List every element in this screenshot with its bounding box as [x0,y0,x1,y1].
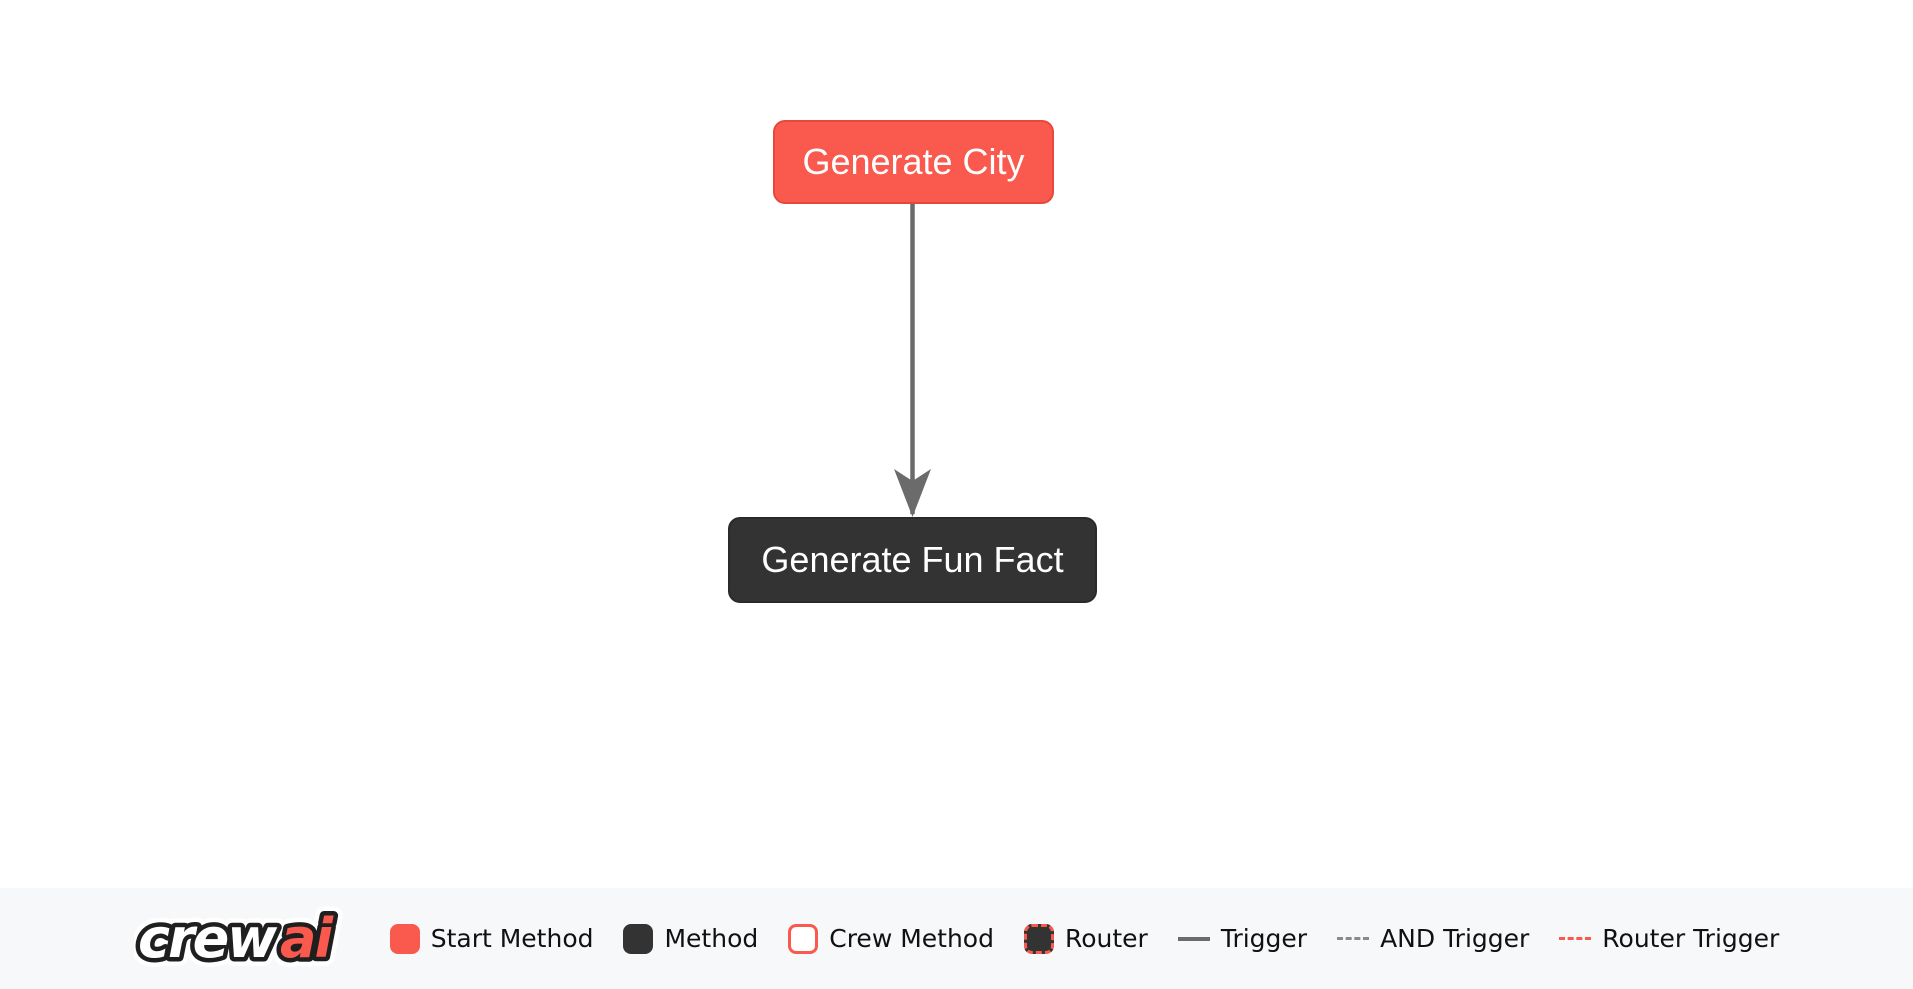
crewai-logo: crew ai crew ai [134,899,360,979]
logo-ai-text: ai [280,907,334,970]
logo-crew-glow: crew [138,907,278,970]
legend-item-start-method: Start Method [389,923,594,954]
node-generate-city[interactable]: Generate City [773,120,1054,204]
legend-item-crew-method: Crew Method [788,923,994,954]
legend-bar: crew ai crew ai Start Method Method Crew… [0,888,1913,989]
legend-item-method: Method [623,923,759,954]
trigger-edge-arrowhead [894,469,931,517]
flow-canvas[interactable]: Generate City Generate Fun Fact [0,0,1913,888]
node-generate-fun-fact-label: Generate Fun Fact [761,539,1064,580]
node-generate-city-label: Generate City [802,141,1025,182]
legend-label-router: Router [1064,924,1148,953]
legend-item-router-trigger: Router Trigger [1559,924,1779,953]
method-swatch-icon [623,923,654,954]
legend-label-router-trigger: Router Trigger [1602,924,1780,953]
legend-label-and-trigger: AND Trigger [1380,924,1530,953]
node-generate-fun-fact[interactable]: Generate Fun Fact [728,517,1097,603]
start-method-swatch-icon [389,923,420,954]
legend-label-crew-method: Crew Method [829,924,994,953]
legend-item-and-trigger: AND Trigger [1337,924,1529,953]
router-swatch-icon [1023,923,1054,954]
legend-label-start-method: Start Method [430,924,594,953]
crew-method-swatch-icon [788,923,819,954]
trigger-line-icon [1177,936,1210,941]
crewai-logo-image: crew ai crew ai [134,899,345,979]
legend-label-trigger: Trigger [1220,924,1308,953]
legend-label-method: Method [664,924,759,953]
logo-crew-text: crew [138,907,278,970]
legend-item-trigger: Trigger [1177,924,1308,953]
legend-item-router: Router [1023,923,1148,954]
and-trigger-line-icon [1337,937,1370,940]
router-trigger-line-icon [1559,937,1592,940]
